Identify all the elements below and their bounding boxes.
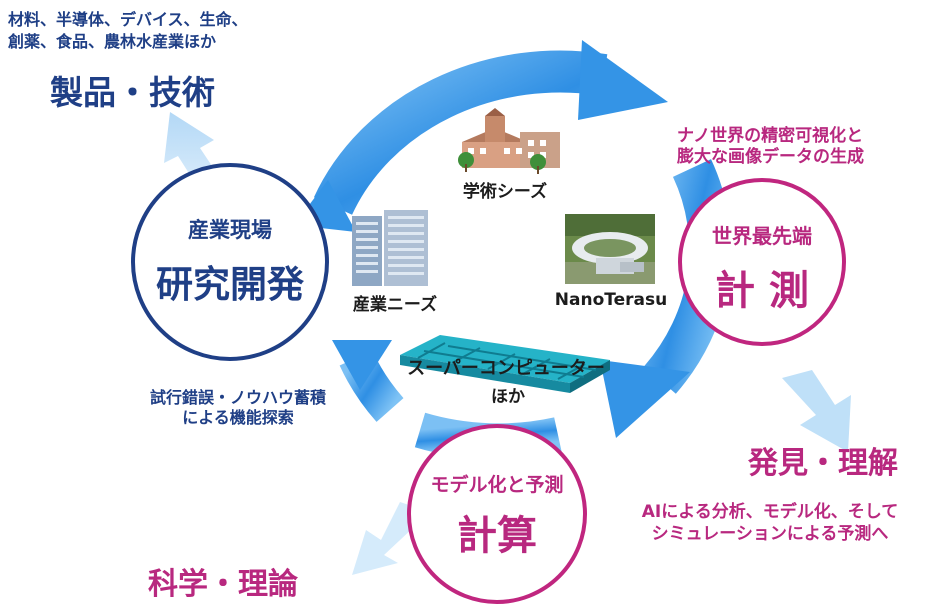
trial-note-line1: 試行錯誤・ノウハウ蓄積 [149, 388, 327, 407]
industry-fields-line1: 材料、半導体、デバイス、生命、 [8, 10, 248, 29]
academic-seeds-label: 学術シーズ [462, 182, 548, 202]
measurement-circle [678, 178, 846, 346]
rd-title: 研究開発 [156, 263, 304, 306]
computation-title: 計算 [457, 513, 537, 559]
supercomputer-etc-label: ほか [491, 387, 525, 407]
products-technology-title: 製品・技術 [50, 73, 215, 112]
university-building-icon [458, 108, 560, 174]
nanoterasu-facility-image [565, 214, 655, 284]
industry-rd-circle [131, 163, 329, 361]
office-building-icon [352, 210, 428, 286]
science-theory-title: 科学・理論 [148, 567, 298, 602]
supercomputer-icon [400, 335, 610, 393]
industry-needs-label: 産業ニーズ [352, 295, 438, 315]
supercomputer-label: スーパーコンピューター [407, 358, 605, 379]
computation-circle [407, 424, 587, 604]
discovery-understanding-title: 発見・理解 [748, 446, 898, 481]
nanoterasu-label: NanoTerasu [554, 290, 668, 310]
cutting-edge-label: 世界最先端 [712, 224, 812, 248]
measurement-note-line2: 膨大な画像データの生成 [677, 147, 864, 167]
ai-note-line1: AIによる分析、モデル化、そして [641, 502, 899, 522]
ai-note-line2: シミュレーションによる予測へ [651, 524, 889, 544]
measurement-note-line1: ナノ世界の精密可視化と [677, 126, 864, 146]
modeling-prediction-label: モデル化と予測 [430, 474, 564, 496]
arrow-to-discovery [782, 370, 851, 452]
measurement-title: 計 測 [715, 268, 809, 314]
industry-site-label: 産業現場 [188, 218, 272, 242]
trial-note-line2: による機能探索 [182, 408, 294, 427]
industry-fields-line2: 創薬、食品、農林水産業ほか [8, 32, 217, 51]
